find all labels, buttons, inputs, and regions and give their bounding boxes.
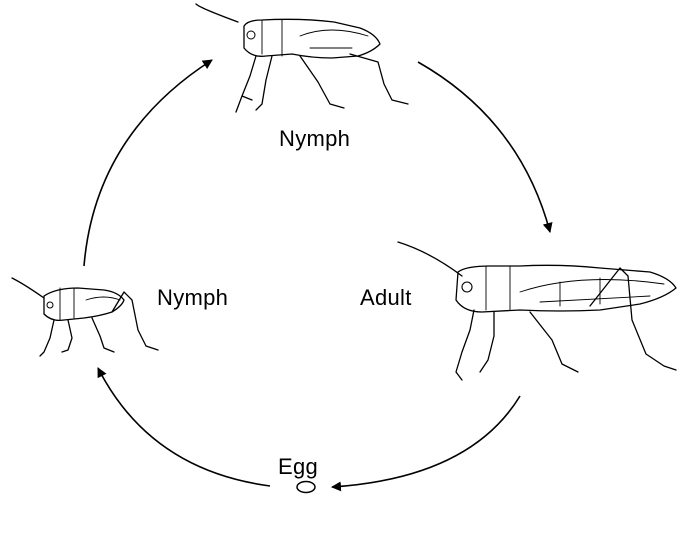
label-adult: Adult	[360, 285, 412, 311]
label-nymph-left: Nymph	[157, 285, 228, 311]
label-nymph-top: Nymph	[279, 126, 350, 152]
arrow-nymph-to-adult	[418, 62, 550, 232]
arrow-egg-to-nymph	[98, 368, 270, 486]
adult-grasshopper-icon	[398, 242, 676, 380]
nymph-left-grasshopper-icon	[12, 278, 158, 356]
label-egg: Egg	[278, 454, 318, 480]
arrow-adult-to-egg	[332, 396, 520, 487]
nymph-top-grasshopper-icon	[196, 4, 408, 112]
egg-icon	[297, 482, 315, 493]
arrow-nymph-to-nymph	[84, 60, 212, 266]
